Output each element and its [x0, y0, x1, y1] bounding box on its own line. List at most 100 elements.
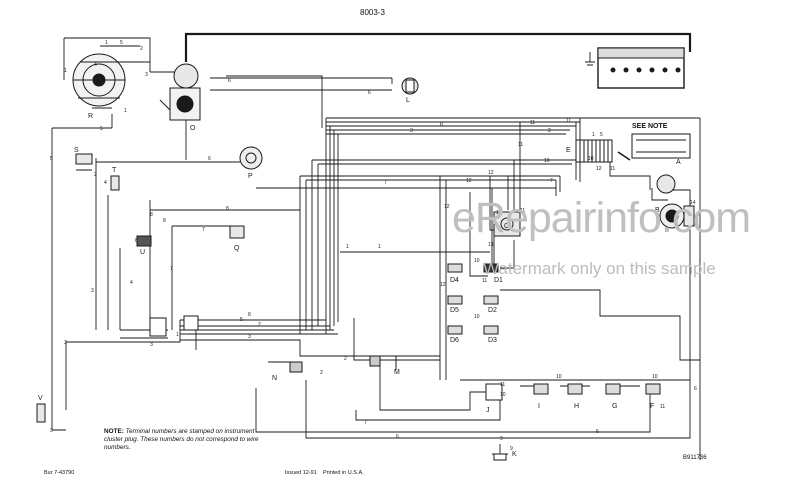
- connector-G: [605, 383, 621, 395]
- note-label: NOTE:: [104, 428, 124, 435]
- connector-P: [239, 146, 263, 170]
- diode-D5: [447, 295, 463, 305]
- label-Q: Q: [234, 245, 240, 252]
- svg-text:6: 6: [368, 90, 371, 96]
- svg-text:1: 1: [124, 108, 127, 114]
- diode-D4: [447, 263, 463, 273]
- terminal-note: NOTE: Terminal numbers are stamped on in…: [104, 428, 264, 452]
- svg-text:11: 11: [482, 278, 487, 284]
- label-R: R: [88, 113, 93, 120]
- watermark-main: eRepairinfo.com: [452, 194, 751, 242]
- label-E: E: [566, 147, 571, 154]
- regulator-C: [493, 211, 521, 237]
- connector-K: [493, 453, 507, 461]
- watermark-sub: Watermark only on this sample: [483, 259, 716, 278]
- connector-J: [485, 383, 503, 401]
- svg-text:7: 7: [170, 266, 173, 272]
- starter-motor-O: [159, 63, 201, 121]
- svg-text:6: 6: [694, 386, 697, 392]
- svg-text:2: 2: [94, 172, 97, 178]
- switch-S: [75, 153, 93, 171]
- svg-text:8: 8: [163, 218, 166, 224]
- label-V: V: [38, 395, 43, 402]
- svg-text:5: 5: [100, 126, 103, 132]
- svg-text:10: 10: [652, 374, 658, 380]
- switch-Q: [229, 225, 245, 239]
- svg-text:3: 3: [50, 428, 53, 434]
- svg-text:11: 11: [660, 404, 665, 410]
- svg-text:5: 5: [120, 40, 123, 46]
- svg-text:1: 1: [378, 244, 381, 250]
- svg-text:9: 9: [500, 436, 503, 442]
- svg-text:12: 12: [496, 210, 502, 216]
- svg-text:2: 2: [140, 46, 143, 52]
- label-N: N: [272, 375, 277, 382]
- sender-T: [110, 175, 120, 191]
- svg-text:10: 10: [500, 392, 506, 398]
- svg-text:9: 9: [510, 446, 513, 452]
- svg-text:11: 11: [610, 166, 615, 172]
- label-P: P: [248, 173, 253, 180]
- label-S: S: [74, 147, 79, 154]
- svg-text:1: 1: [64, 68, 67, 74]
- svg-text:8: 8: [135, 238, 138, 244]
- component-B: [659, 203, 695, 229]
- label-F: F: [650, 403, 654, 410]
- svg-text:7: 7: [364, 420, 367, 426]
- footer-issued: Issued 12-91: [285, 470, 317, 476]
- svg-text:6: 6: [208, 156, 211, 162]
- label-T: T: [112, 167, 117, 174]
- svg-text:7: 7: [384, 180, 387, 186]
- svg-text:12: 12: [466, 178, 472, 184]
- connector-H: [567, 383, 583, 395]
- svg-text:7: 7: [550, 178, 553, 184]
- diagram-frame: [51, 117, 701, 460]
- battery-cable: [184, 32, 692, 62]
- diode-D1: [483, 263, 499, 273]
- svg-text:5: 5: [50, 156, 53, 162]
- svg-text:13: 13: [488, 242, 494, 248]
- svg-text:1: 1: [176, 332, 179, 338]
- svg-text:2: 2: [344, 356, 347, 362]
- diode-D3: [483, 325, 499, 335]
- svg-text:4: 4: [104, 180, 107, 186]
- label-M: M: [394, 369, 400, 376]
- footer-doc-number: Bur 7-43790: [44, 470, 75, 476]
- label-D6: D6: [450, 337, 459, 344]
- cluster-plug-E: [575, 139, 613, 163]
- label-C: C: [504, 223, 509, 230]
- label-U: U: [140, 249, 145, 256]
- svg-text:3: 3: [91, 288, 94, 294]
- svg-text:10: 10: [544, 158, 550, 164]
- label-J: J: [486, 407, 490, 414]
- svg-text:4: 4: [94, 62, 97, 68]
- see-note-plug: [617, 133, 691, 161]
- connector-M: [369, 355, 397, 370]
- label-D5: D5: [450, 307, 459, 314]
- svg-text:3: 3: [150, 342, 153, 348]
- svg-text:11: 11: [520, 208, 525, 214]
- label-I: I: [538, 403, 540, 410]
- svg-text:5: 5: [240, 317, 243, 323]
- alternator-R: [72, 53, 126, 107]
- svg-text:6: 6: [228, 78, 231, 84]
- note-text: Terminal numbers are stamped on instrume…: [104, 428, 259, 451]
- see-note-label: SEE NOTE: [632, 123, 668, 130]
- label-D4: D4: [450, 277, 459, 284]
- label-L: L: [406, 97, 410, 104]
- svg-text:8: 8: [150, 212, 153, 218]
- label-H: H: [574, 403, 579, 410]
- svg-text:5: 5: [600, 132, 603, 138]
- label-D2: D2: [488, 307, 497, 314]
- label-O: O: [190, 125, 196, 132]
- svg-text:14: 14: [690, 200, 696, 206]
- svg-text:11: 11: [530, 120, 535, 126]
- label-D3: D3: [488, 337, 497, 344]
- label-K: K: [512, 451, 517, 458]
- svg-text:4: 4: [130, 280, 133, 286]
- connector-L: [401, 77, 419, 95]
- connector-I: [533, 383, 549, 395]
- svg-text:1: 1: [105, 40, 108, 46]
- svg-text:11: 11: [566, 118, 571, 124]
